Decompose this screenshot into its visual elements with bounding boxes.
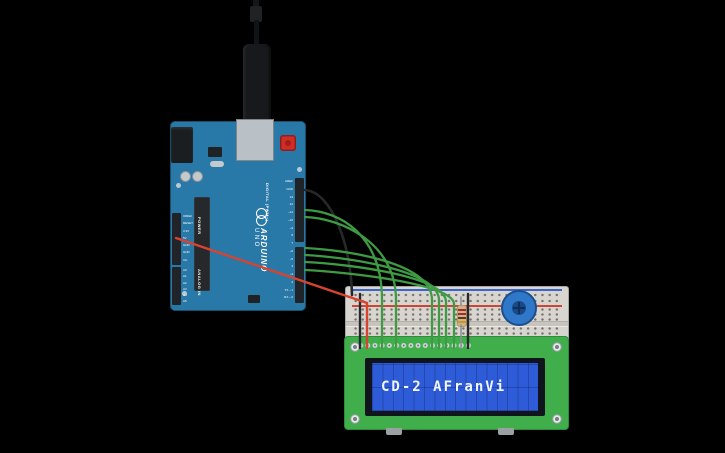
- usb-port-shield: [236, 119, 274, 161]
- digital-pin-label: RX←0: [284, 295, 293, 300]
- power-pin-label: IOREF: [183, 214, 193, 218]
- lcd-pin-pads[interactable]: [357, 341, 473, 350]
- capacitor: [192, 171, 203, 182]
- lcd-module[interactable]: CD-2 AFranVi: [344, 336, 569, 435]
- lcd-connector-tab: [386, 428, 402, 435]
- digital-pin-label: 2: [291, 279, 293, 284]
- digital-pin-label: GND: [286, 186, 293, 191]
- power-pin-label: GND: [183, 250, 190, 255]
- digital-pin-label: AREF: [284, 179, 293, 183]
- icsp-header: [248, 295, 260, 303]
- brand-name: ARDUINO: [259, 228, 268, 273]
- resistor-band: [458, 321, 466, 323]
- resistor-band: [458, 309, 466, 311]
- digital-pin-label: TX→1: [284, 287, 293, 292]
- knob-slot: [518, 302, 520, 314]
- resistor-band: [458, 317, 466, 319]
- mounting-hole: [297, 167, 302, 172]
- mounting-hole: [176, 183, 181, 188]
- analog-header[interactable]: [172, 267, 181, 305]
- lcd-connector-tab: [498, 428, 514, 435]
- potentiometer[interactable]: [501, 290, 537, 326]
- digital-pin-label: ~9: [289, 225, 293, 230]
- digital-pin-label: 13: [289, 194, 293, 199]
- power-pin-label: RESET: [183, 221, 194, 226]
- digital-pin-label: ~6: [289, 248, 293, 253]
- capacitor: [180, 171, 191, 182]
- digital-pin-label: 12: [289, 202, 293, 207]
- lcd-mounting-hole: [552, 414, 562, 424]
- lcd-bezel: CD-2 AFranVi: [365, 358, 545, 416]
- digital-pin-label: 8: [291, 233, 293, 238]
- digital-pin-label: ~10: [287, 217, 293, 222]
- crystal-oscillator: [210, 161, 224, 167]
- power-header[interactable]: [172, 213, 181, 265]
- power-group-label: POWER: [197, 217, 202, 235]
- usb-cable-tip: [250, 6, 262, 22]
- lcd-mounting-hole: [552, 342, 562, 352]
- usb-cable-wire: [254, 20, 259, 48]
- analog-group-label: ANALOG IN: [197, 269, 202, 296]
- resistor[interactable]: [457, 305, 467, 327]
- digital-pin-label: ~5: [289, 256, 293, 261]
- negative-rail-line: [352, 289, 562, 291]
- resistor-band: [458, 313, 466, 315]
- arduino-logo-icon: [256, 215, 267, 226]
- usb-interface-chip: [208, 147, 222, 157]
- digital-pin-label: ~11: [288, 210, 293, 214]
- reset-button[interactable]: [280, 135, 296, 151]
- usb-plug-body: [243, 44, 271, 124]
- digital-header-lower[interactable]: [295, 247, 304, 303]
- lcd-screen: CD-2 AFranVi: [372, 363, 538, 411]
- digital-pin-label: 7: [291, 241, 293, 245]
- power-pin-label: 5V: [183, 235, 187, 240]
- power-jack: [171, 127, 193, 163]
- usb-cable-end: [253, 0, 259, 8]
- lcd-mounting-hole: [350, 414, 360, 424]
- power-pin-label: GND: [183, 243, 190, 248]
- power-pin-label: 3.3V: [183, 228, 190, 233]
- lcd-display-text: CD-2 AFranVi: [381, 379, 507, 395]
- digital-header-upper[interactable]: [295, 178, 304, 242]
- wire-gnd-black[interactable]: [303, 188, 354, 297]
- analog-pin-label: A5: [183, 299, 187, 304]
- arduino-brand-text: ARDUINO UNO: [250, 228, 268, 284]
- digital-pin-label: ~3: [289, 272, 293, 276]
- power-pin-label: Vin: [183, 257, 188, 262]
- digital-pin-label: 4: [291, 264, 293, 269]
